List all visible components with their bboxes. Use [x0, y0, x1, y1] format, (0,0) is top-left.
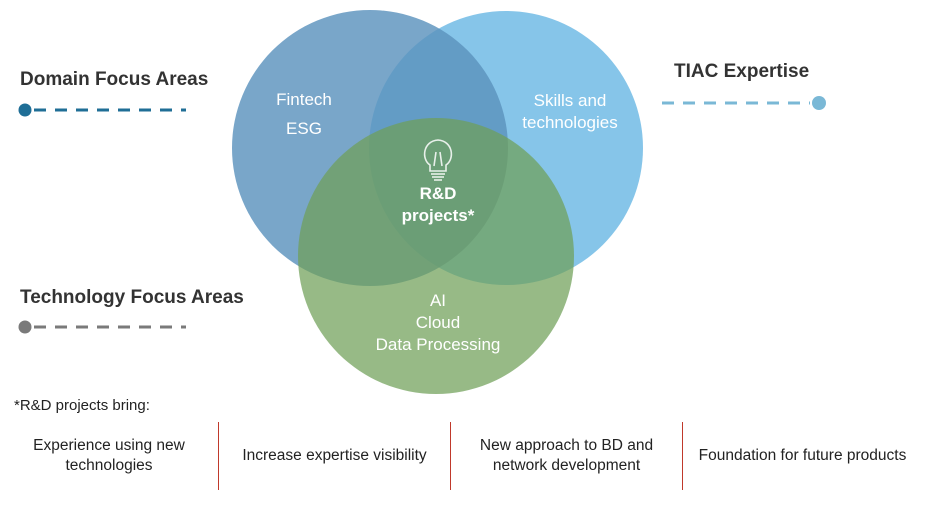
venn-diagram — [18, 10, 826, 394]
domain-focus-label: Domain Focus Areas — [20, 69, 209, 90]
center-line-1: R&D — [419, 184, 457, 203]
benefit-item: New approach to BD and network developme… — [450, 422, 682, 490]
domain-item: Fintech — [276, 90, 332, 109]
benefit-item: Increase expertise visibility — [218, 422, 450, 490]
technology-circle — [298, 118, 574, 394]
expertise-item: technologies — [522, 113, 618, 132]
benefits-row: Experience using new technologies Increa… — [0, 422, 930, 490]
domain-item: ESG — [286, 119, 322, 138]
domain-legend-line — [18, 103, 186, 117]
technology-focus-label: Technology Focus Areas — [20, 287, 244, 308]
benefit-item: Experience using new technologies — [33, 437, 185, 474]
technology-item: Cloud — [415, 313, 461, 332]
tiac-legend-line — [662, 96, 826, 110]
footnote: *R&D projects bring: — [14, 397, 150, 414]
expertise-items: Skills and technologies — [500, 90, 640, 134]
tiac-expertise-label: TIAC Expertise — [674, 61, 810, 82]
center-title: R&D projects* — [380, 183, 496, 227]
lightbulb-icon — [423, 139, 453, 181]
center-line-2: projects* — [401, 206, 475, 225]
domain-items: Fintech ESG — [254, 89, 354, 140]
benefit-item: Foundation for future products — [682, 422, 922, 490]
technology-items: AI Cloud Data Processing — [348, 290, 528, 356]
technology-legend-line — [18, 320, 186, 334]
expertise-item: Skills and — [533, 91, 607, 110]
technology-item: AI — [429, 291, 447, 310]
technology-item: Data Processing — [375, 335, 501, 354]
